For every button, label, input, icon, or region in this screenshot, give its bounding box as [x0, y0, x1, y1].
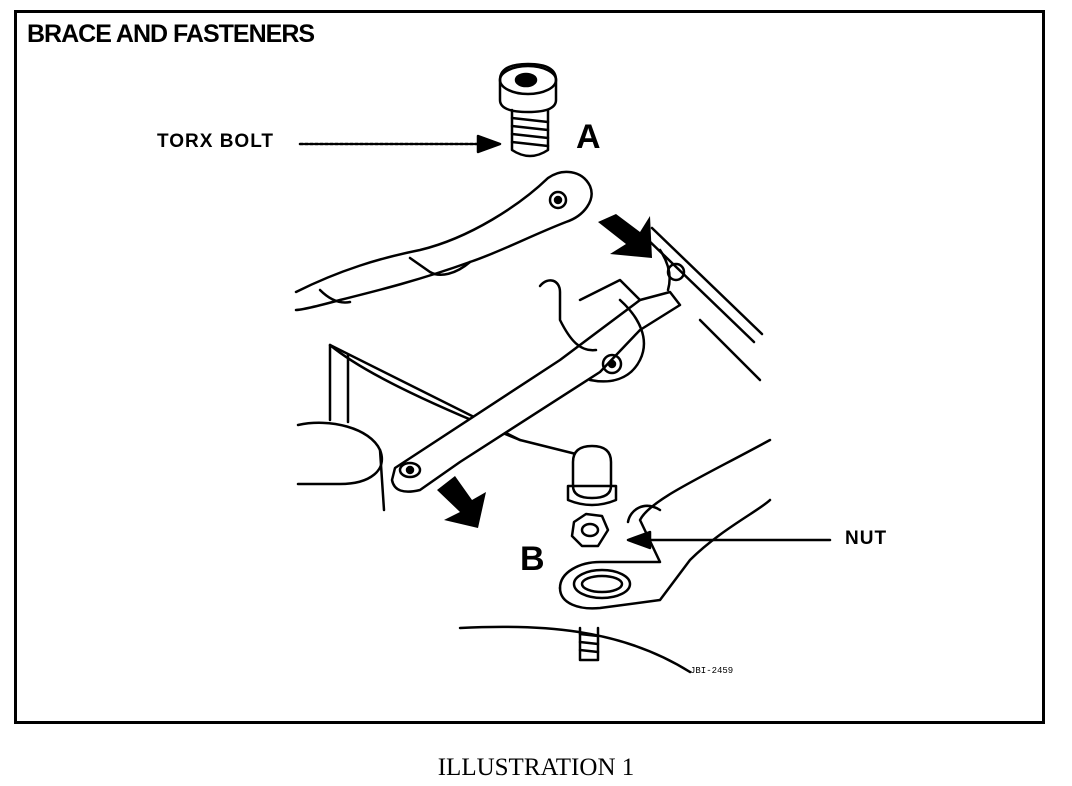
fastener-a-label: A [576, 118, 601, 156]
torx-leader-arrow [298, 134, 502, 154]
torx-bolt-drawing [498, 62, 558, 158]
stud-drawing [458, 625, 692, 674]
illustration-caption: ILLUSTRATION 1 [437, 754, 635, 781]
long-brace-drawing [390, 278, 682, 493]
direction-arrows [437, 214, 652, 528]
diagram-frame [14, 10, 1045, 724]
nut-label: NUT [845, 528, 888, 549]
fastener-b-label: B [520, 540, 545, 578]
upper-brace-drawing [294, 170, 602, 462]
drawing-code-label: JBI-2459 [690, 666, 734, 676]
cap-nut-drawing [566, 444, 618, 507]
body-panel-drawing [642, 226, 764, 382]
hex-nut-drawing [570, 512, 610, 548]
lower-brace-drawing [558, 438, 772, 610]
diagram-title: BRACE AND FASTENERS [27, 20, 315, 48]
nut-leader-arrow [626, 530, 832, 550]
wheel-outline-drawing [296, 421, 386, 512]
torx-bolt-label: TORX BOLT [157, 131, 275, 152]
